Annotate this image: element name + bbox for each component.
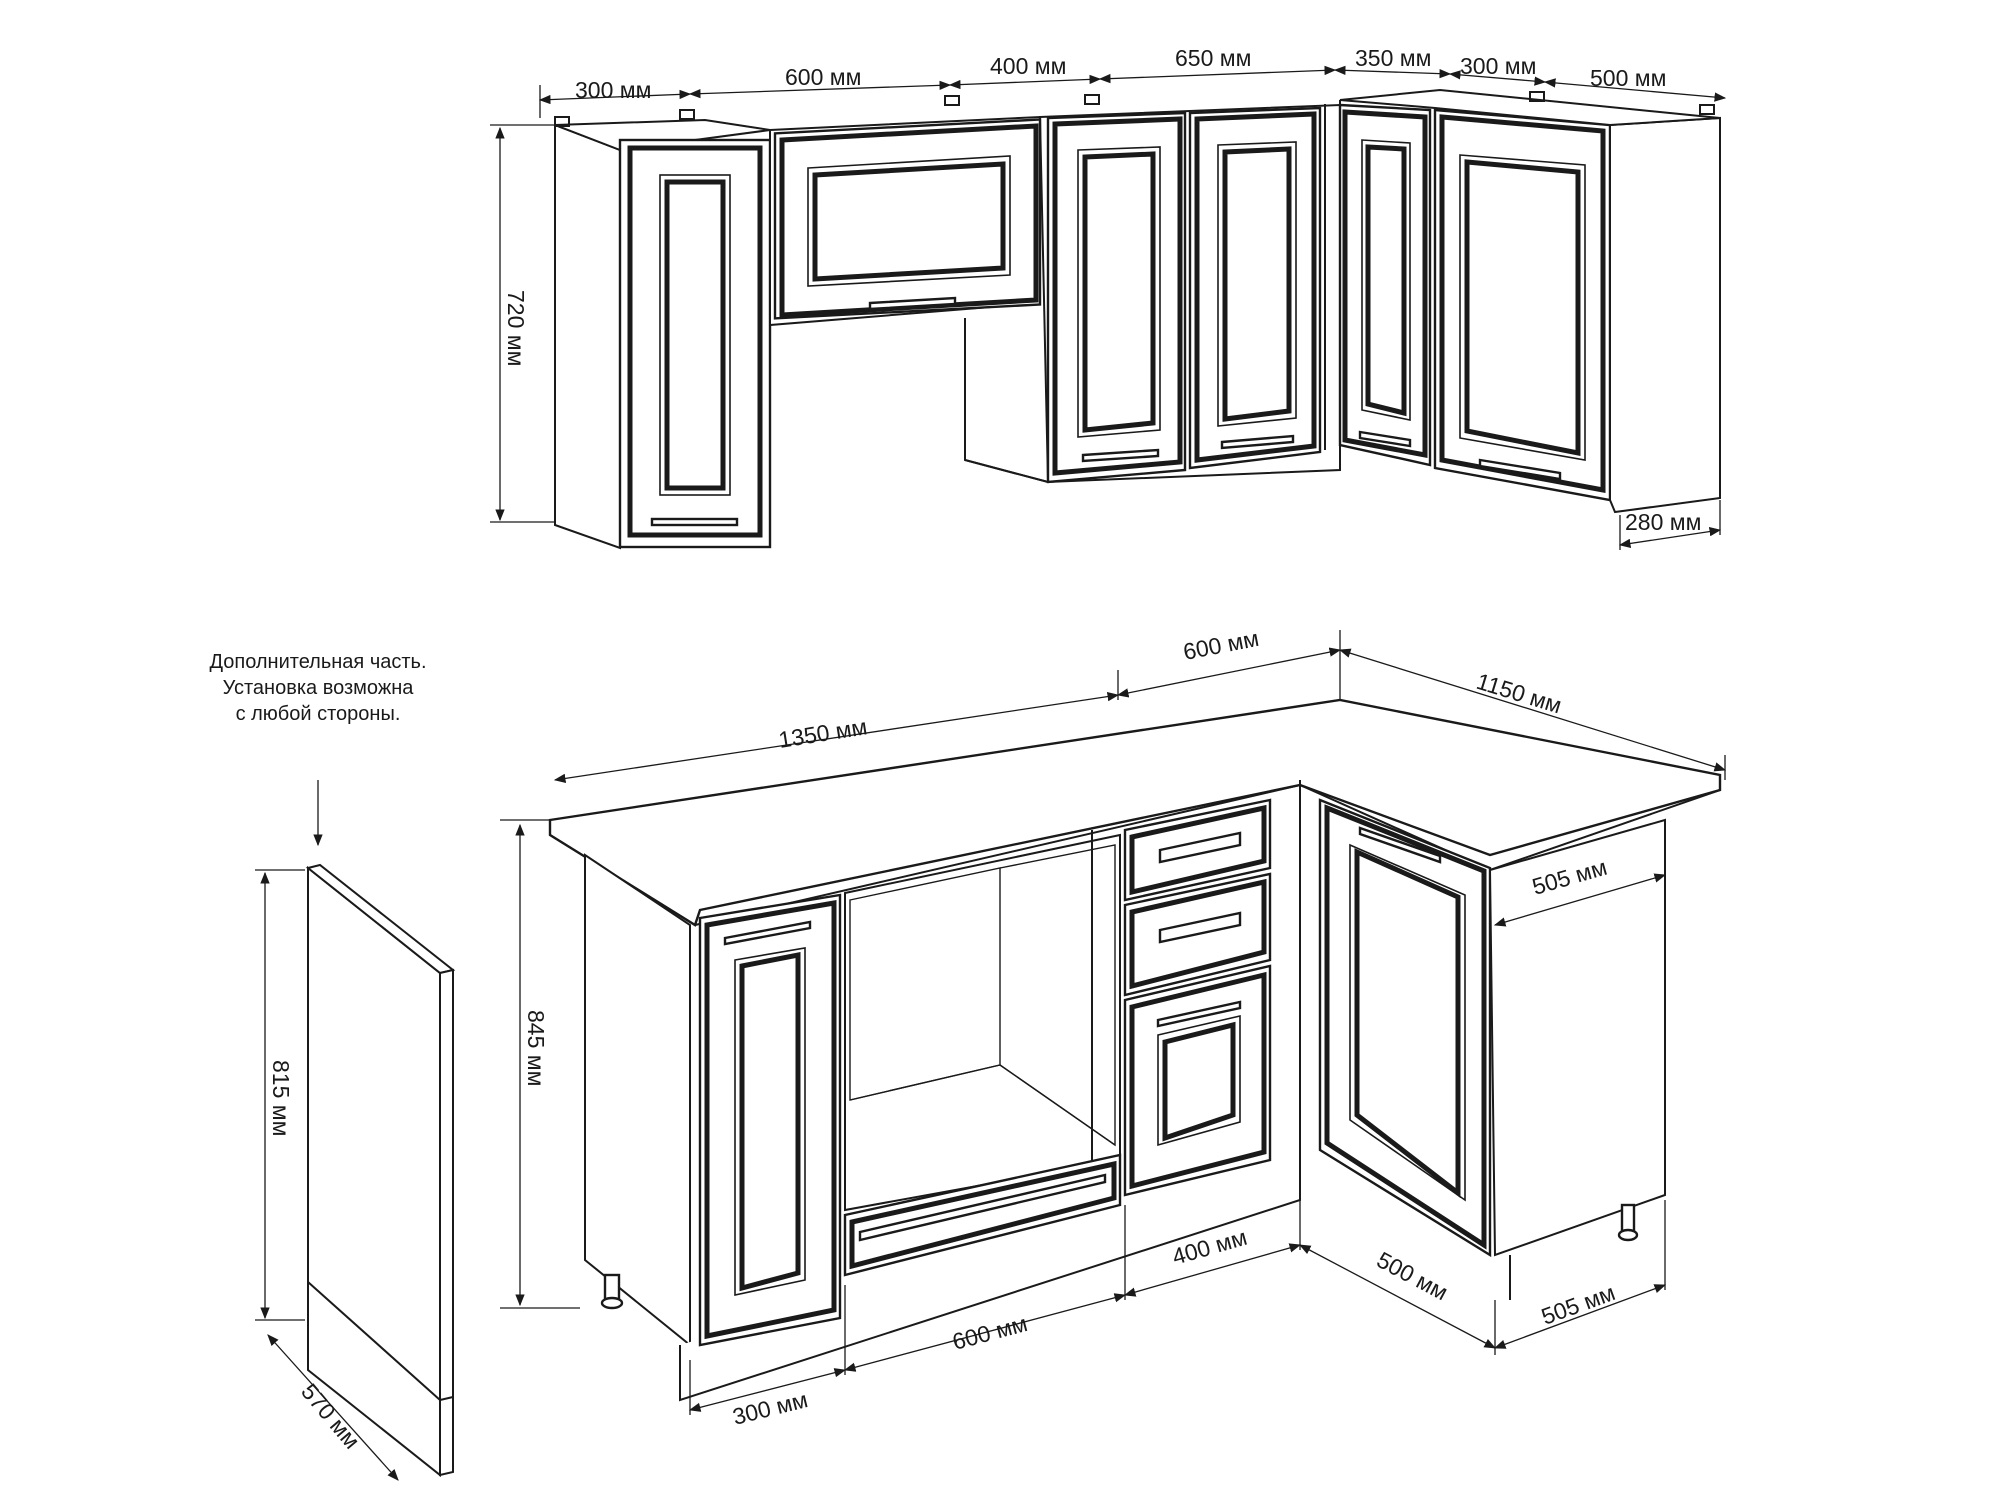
base-bottom-depth-label: 505 мм [1538,1279,1619,1330]
upper-width-300-label: 300 мм [575,77,651,103]
base-height-label: 845 мм [523,1010,549,1086]
countertop-side-length-label: 1150 мм [1474,668,1565,718]
upper-height-label: 720 мм [503,290,529,366]
base-width-600-label: 600 мм [950,1310,1031,1355]
base-width-300-label: 300 мм [730,1386,810,1430]
base-cabinets [548,698,1722,1402]
upper-cabinets [554,88,1721,550]
upper-dimensions [490,65,1727,550]
extra-note-line-3: с любой стороны. [236,703,401,725]
extra-note-line-1: Дополнительная часть. [209,651,426,673]
upper-depth-label: 280 мм [1625,509,1701,535]
base-width-500-label: 500 мм [1373,1246,1453,1305]
upper-cabinet-300 [554,109,772,550]
upper-width-650-label: 650 мм [1175,45,1251,71]
base-dimensions [500,630,1727,1415]
countertop-corner-width-label: 600 мм [1181,625,1261,665]
upper-dimension-labels: 300 мм 600 мм 400 мм 650 мм 350 мм 300 м… [503,45,1701,535]
extra-panel [255,780,456,1481]
upper-cabinet-650 [1038,100,1341,484]
upper-width-500-label: 500 мм [1590,65,1666,91]
upper-cabinet-600 [769,115,1042,327]
upper-corner-cabinets [944,88,1721,514]
extra-height-label: 815 мм [268,1060,294,1136]
upper-width-600-label: 600 мм [785,64,861,90]
extra-note-line-2: Установка возможна [223,677,415,699]
upper-width-350-label: 350 мм [1355,45,1431,71]
countertop-front-length-label: 1350 мм [777,713,869,753]
upper-width-400-label: 400 мм [990,53,1066,79]
upper-width-300b-label: 300 мм [1460,53,1536,79]
upper-open-niche [964,310,1049,484]
